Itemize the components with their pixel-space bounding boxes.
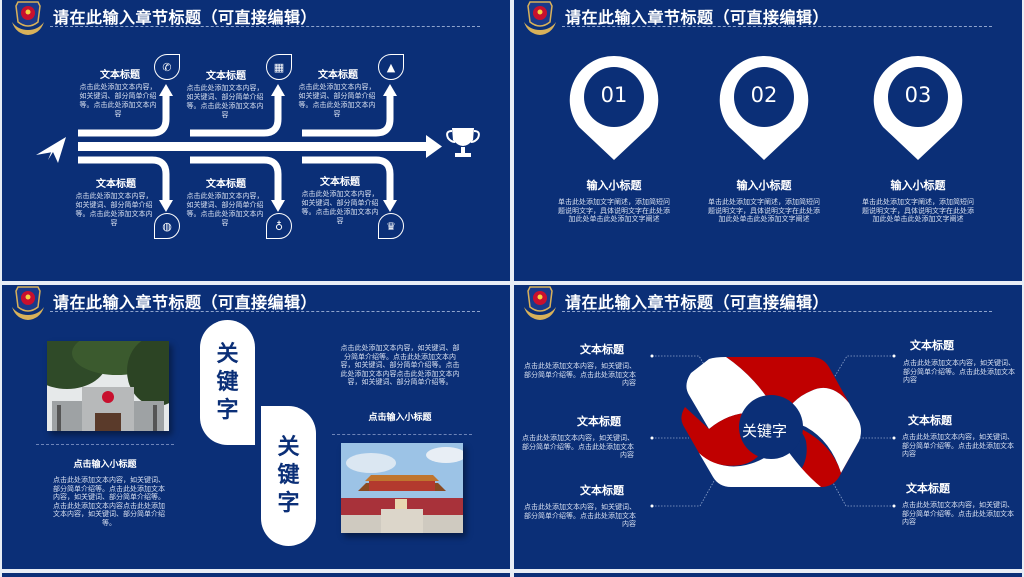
pin-subtitle[interactable]: 输入小标题	[586, 179, 642, 192]
text-title[interactable]: 文本标题	[100, 70, 140, 81]
text-title[interactable]: 文本标题	[320, 177, 360, 188]
left-dotted-divider	[36, 444, 174, 445]
police-emblem-icon	[12, 1, 44, 35]
item-title[interactable]: 文本标题	[908, 414, 952, 427]
police-emblem-icon	[12, 286, 44, 320]
text-title[interactable]: 文本标题	[318, 70, 358, 81]
slide-3-photos-keywords[interactable]: 请在此输入章节标题（可直接编辑） 点击输入小标题 点击此处添加文本内容，如关键词…	[2, 285, 510, 569]
section-title[interactable]: 请在此输入章节标题（可直接编辑）	[53, 293, 318, 312]
item-title[interactable]: 文本标题	[577, 415, 621, 428]
left-subtitle[interactable]: 点击输入小标题	[73, 460, 137, 470]
phone-icon[interactable]: ✆	[154, 54, 180, 80]
item-body[interactable]: 点击此处添加文本内容，如关键词、部分简单介绍等。点击此处添加文本内容	[902, 501, 1014, 526]
item-body[interactable]: 点击此处添加文本内容，如关键词、部分简单介绍等。点击此处添加文本内容	[524, 362, 636, 387]
pin-body[interactable]: 单击此处添加文字阐述，添加简短问题说明文字，具体说明文字在此处添加此处单击此处添…	[708, 198, 820, 223]
text-body[interactable]: 点击此处添加文本内容，如关键词、部分简单介绍等。点击此处添加文本内容	[75, 192, 153, 227]
building-photo[interactable]	[47, 341, 169, 431]
slide-header: 请在此输入章节标题（可直接编辑）	[2, 0, 510, 36]
text-title[interactable]: 文本标题	[206, 179, 246, 190]
item-title[interactable]: 文本标题	[906, 482, 950, 495]
section-title[interactable]: 请在此输入章节标题（可直接编辑）	[565, 293, 830, 312]
hexagon-swirl-graphic	[650, 354, 896, 508]
item-title[interactable]: 文本标题	[580, 484, 624, 497]
text-body[interactable]: 点击此处添加文本内容，如关键词、部分简单介绍等。点击此处添加文本内容	[301, 190, 379, 225]
left-body[interactable]: 点击此处添加文本内容，如关键词、部分简单介绍等。点击此处添加文本内容，如关键词、…	[53, 476, 165, 527]
slide-5-partial[interactable]	[2, 573, 510, 577]
right-dotted-divider	[332, 434, 472, 435]
title-dashed-divider	[562, 26, 992, 27]
police-emblem-icon	[524, 1, 556, 35]
pin-body[interactable]: 单击此处添加文字阐述，添加简短问题说明文字，具体说明文字在此处添加此处单击此处添…	[558, 198, 670, 223]
hexagon-center-label[interactable]: 关键字	[742, 422, 788, 440]
item-body[interactable]: 点击此处添加文本内容，如关键词、部分简单介绍等。点击此处添加文本内容	[903, 359, 1015, 384]
pin-body[interactable]: 单击此处添加文字阐述，添加简短问题说明文字，具体说明文字在此处添加此处单击此处添…	[862, 198, 974, 223]
lightbulb-icon[interactable]: ♁	[266, 213, 292, 239]
item-body[interactable]: 点击此处添加文本内容，如关键词、部分简单介绍等。点击此处添加文本内容	[902, 433, 1014, 458]
keyword-char: 字	[277, 491, 300, 516]
slide-header: 请在此输入章节标题（可直接编辑）	[2, 285, 510, 321]
item-body[interactable]: 点击此处添加文本内容，如关键词、部分简单介绍等。点击此处添加文本内容	[524, 503, 636, 528]
slide-2-map-pins[interactable]: 请在此输入章节标题（可直接编辑） 01 02 03 输入小标题 单击此处添加文字…	[514, 0, 1022, 281]
item-title[interactable]: 文本标题	[910, 339, 954, 352]
chart-icon[interactable]: ▲	[378, 54, 404, 80]
tiananmen-photo[interactable]	[341, 443, 463, 533]
arrow-diagram	[36, 84, 480, 212]
pin-subtitle[interactable]: 输入小标题	[736, 179, 792, 192]
slide-6-partial[interactable]	[514, 573, 1022, 577]
title-dashed-divider	[50, 311, 480, 312]
pin-number: 01	[600, 83, 628, 107]
section-title[interactable]: 请在此输入章节标题（可直接编辑）	[565, 8, 830, 27]
keyword-char: 字	[216, 397, 239, 423]
pin-subtitle[interactable]: 输入小标题	[890, 179, 946, 192]
keyword-char: 关	[216, 341, 239, 367]
item-title[interactable]: 文本标题	[580, 343, 624, 356]
police-emblem-icon	[524, 286, 556, 320]
text-body[interactable]: 点击此处添加文本内容，如关键词、部分简单介绍等。点击此处添加文本内容	[298, 83, 376, 118]
title-dashed-divider	[50, 26, 480, 27]
text-title[interactable]: 文本标题	[96, 179, 136, 190]
globe-icon[interactable]: ◍	[154, 213, 180, 239]
keyword-char: 关	[277, 435, 300, 460]
keyword-char: 键	[216, 369, 239, 395]
slide-header: 请在此输入章节标题（可直接编辑）	[514, 0, 1022, 36]
slide-4-hexagon-keywords[interactable]: 请在此输入章节标题（可直接编辑）	[514, 285, 1022, 569]
section-title[interactable]: 请在此输入章节标题（可直接编辑）	[53, 8, 318, 27]
text-body[interactable]: 点击此处添加文本内容，如关键词、部分简单介绍等。点击此处添加文本内容	[186, 192, 264, 227]
text-title[interactable]: 文本标题	[206, 71, 246, 82]
title-dashed-divider	[562, 311, 992, 312]
calendar-icon[interactable]: ▦	[266, 54, 292, 80]
map-pin-graphics	[569, 55, 963, 161]
pin-number: 03	[904, 83, 932, 107]
slide-header: 请在此输入章节标题（可直接编辑）	[514, 285, 1022, 321]
text-body[interactable]: 点击此处添加文本内容，如关键词、部分简单介绍等。点击此处添加文本内容	[79, 83, 157, 118]
text-body[interactable]: 点击此处添加文本内容，如关键词、部分简单介绍等。点击此处添加文本内容	[186, 84, 264, 119]
item-body[interactable]: 点击此处添加文本内容，如关键词、部分简单介绍等。点击此处添加文本内容	[522, 434, 634, 459]
slide-1-process-arrows[interactable]: 请在此输入章节标题（可直接编辑）	[2, 0, 510, 281]
right-body[interactable]: 点击此处添加文本内容，如关键词、部分简单介绍等。点击此处添加文本内容，如关键词、…	[340, 344, 460, 386]
keyword-pill-1[interactable]: 关 键 字	[200, 320, 255, 445]
right-subtitle[interactable]: 点击输入小标题	[368, 413, 432, 423]
keyword-pill-2[interactable]: 关 键 字	[261, 406, 316, 546]
keyword-char: 键	[277, 463, 300, 488]
pin-number: 02	[750, 83, 778, 107]
trophy-icon[interactable]: ♛	[378, 213, 404, 239]
